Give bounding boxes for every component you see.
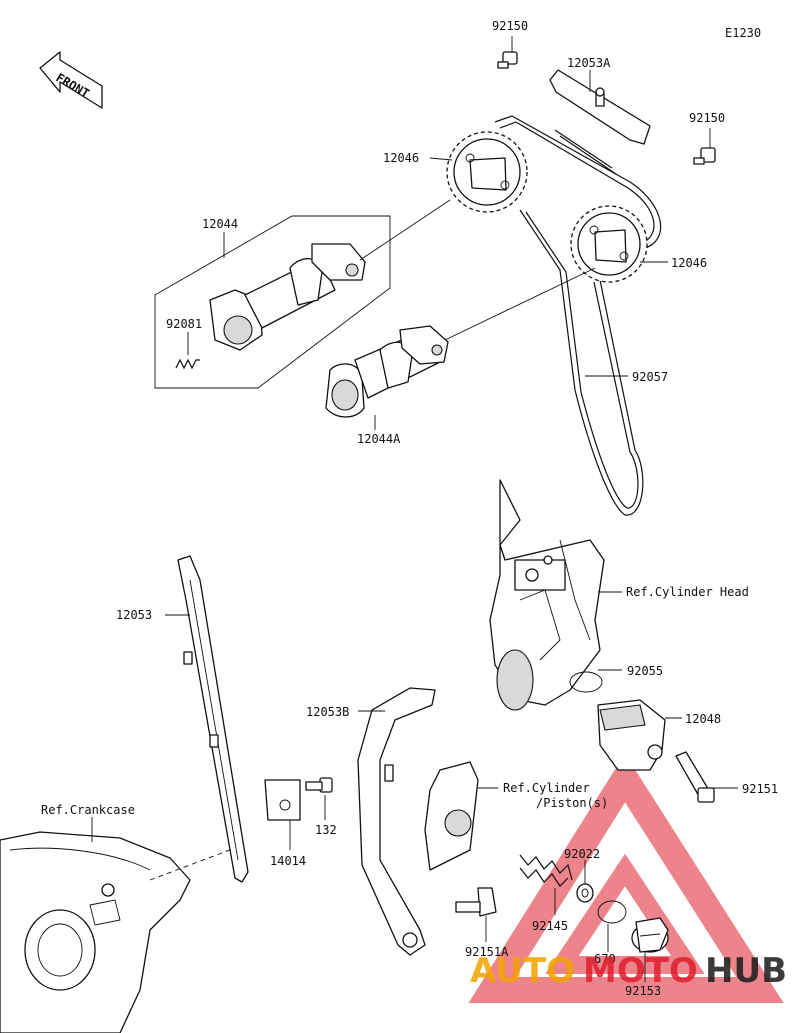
tensioner-12048-illustration <box>597 699 666 771</box>
label-12048: 12048 <box>685 712 721 726</box>
watermark-text: AUTO MOTO HUB <box>470 951 787 991</box>
part-labels: E1230 92150 12053A 92150 12046 12044 120… <box>41 19 778 998</box>
label-12053: 12053 <box>116 608 152 622</box>
label-12046-right: 12046 <box>671 256 707 270</box>
label-670: 670 <box>594 952 616 966</box>
spring-92081-icon <box>175 358 200 370</box>
label-92057: 92057 <box>632 370 668 384</box>
watermark-part2: MOTO <box>583 951 698 991</box>
label-ref-cylinder-head: Ref.Cylinder Head <box>626 585 749 599</box>
oring-670-icon <box>597 900 627 924</box>
label-92081: 92081 <box>166 317 202 331</box>
oring-92055-icon <box>569 671 603 693</box>
label-12046-top: 12046 <box>383 151 419 165</box>
tensioner-body-illustration <box>424 761 479 871</box>
camshaft-12044A-illustration <box>325 267 596 418</box>
cylinder-head-illustration <box>489 479 605 711</box>
label-92150-top: 92150 <box>492 19 528 33</box>
watermark-part1: AUTO <box>470 951 575 991</box>
spring-92145-icon <box>519 854 573 887</box>
leader-lines <box>91 36 738 982</box>
bolt-132-icon <box>305 777 333 793</box>
front-arrow-icon: FRONT <box>39 51 103 109</box>
label-ref-piston: /Piston(s) <box>536 796 608 810</box>
label-92151: 92151 <box>742 782 778 796</box>
guide-12053-illustration <box>177 555 249 883</box>
label-92153: 92153 <box>625 984 661 998</box>
bolt-92150-right-icon <box>693 147 716 165</box>
label-132: 132 <box>315 823 337 837</box>
label-12044: 12044 <box>202 217 238 231</box>
camshaft-12044-group <box>154 199 451 389</box>
label-12044A: 12044A <box>357 432 401 446</box>
label-92150-right: 92150 <box>689 111 725 125</box>
label-92055: 92055 <box>627 664 663 678</box>
watermark-part3: HUB <box>705 951 787 991</box>
label-14014: 14014 <box>270 854 306 868</box>
plate-14014-illustration <box>264 779 301 821</box>
sprocket-12046-top-illustration <box>446 131 528 213</box>
diagram-code-label: E1230 <box>725 26 761 40</box>
sprocket-12046-right-illustration <box>570 205 648 283</box>
label-ref-crankcase: Ref.Crankcase <box>41 803 135 817</box>
guide-12053A-illustration <box>549 69 651 175</box>
label-12053B: 12053B <box>306 705 349 719</box>
label-92145: 92145 <box>532 919 568 933</box>
label-ref-cylinder: Ref.Cylinder <box>503 781 590 795</box>
plug-92153-icon <box>631 917 669 953</box>
washer-92022-icon <box>576 883 594 903</box>
bolt-92151-icon <box>675 751 715 803</box>
label-12053A: 12053A <box>567 56 611 70</box>
label-92151A: 92151A <box>465 945 509 959</box>
guide-12053B-illustration <box>357 687 436 956</box>
bolt-92151A-icon <box>455 887 497 917</box>
bolt-92150-top-icon <box>497 51 518 69</box>
label-92022: 92022 <box>564 847 600 861</box>
crankcase-illustration <box>0 831 236 1033</box>
